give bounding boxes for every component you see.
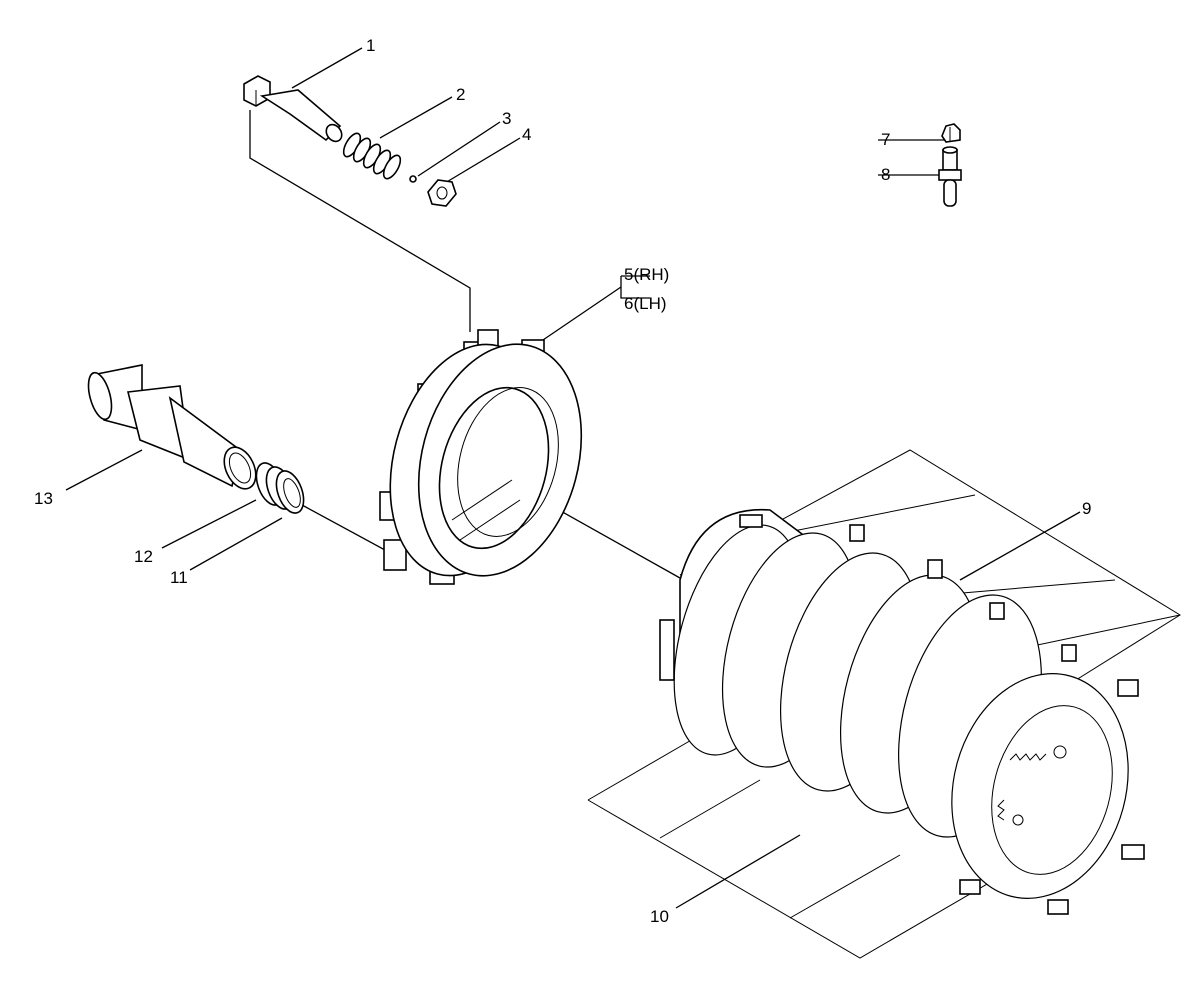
- assembly-line-spring-hub: [301, 504, 386, 551]
- part-12-spring-ring: [255, 462, 305, 514]
- part-9-10-disc-stack: [587, 449, 1181, 959]
- callout-10: 10: [650, 907, 669, 926]
- part-1-bolt: [243, 75, 343, 143]
- leader-2: [379, 96, 453, 139]
- leader-9: [959, 511, 1081, 581]
- bracket-5-6: [620, 276, 650, 299]
- part-5-6-hub: [379, 329, 583, 585]
- part-13-shaft: [87, 364, 257, 490]
- leader-4: [444, 137, 521, 184]
- leader-5-6: [539, 286, 622, 343]
- leader-3: [417, 121, 501, 177]
- leader-12: [161, 499, 257, 549]
- bolt-head: [243, 75, 271, 107]
- part-7-cap: [941, 123, 961, 143]
- part-8-stud: [938, 146, 962, 207]
- leader-13: [65, 449, 143, 491]
- assembly-line-hub-discs: [549, 504, 681, 579]
- leader-lines: [65, 47, 1081, 909]
- callout-2: 2: [456, 85, 465, 104]
- callout-4: 4: [522, 125, 531, 144]
- leader-11: [189, 517, 283, 571]
- callout-1: 1: [366, 36, 375, 55]
- part-2-spring: [342, 132, 402, 180]
- discs: [659, 508, 1145, 915]
- assembly-line-bolt: [249, 110, 471, 332]
- part-3-ball: [409, 175, 417, 183]
- part-4-nut: [427, 179, 457, 207]
- leader-10: [675, 834, 801, 909]
- callout-6: 6(LH): [624, 294, 667, 313]
- leader-1: [291, 47, 363, 89]
- callout-12: 12: [134, 547, 153, 566]
- callout-9: 9: [1082, 499, 1091, 518]
- callout-11: 11: [170, 568, 188, 587]
- callout-3: 3: [502, 109, 511, 128]
- callout-13: 13: [34, 489, 53, 508]
- callout-5: 5(RH): [624, 265, 669, 284]
